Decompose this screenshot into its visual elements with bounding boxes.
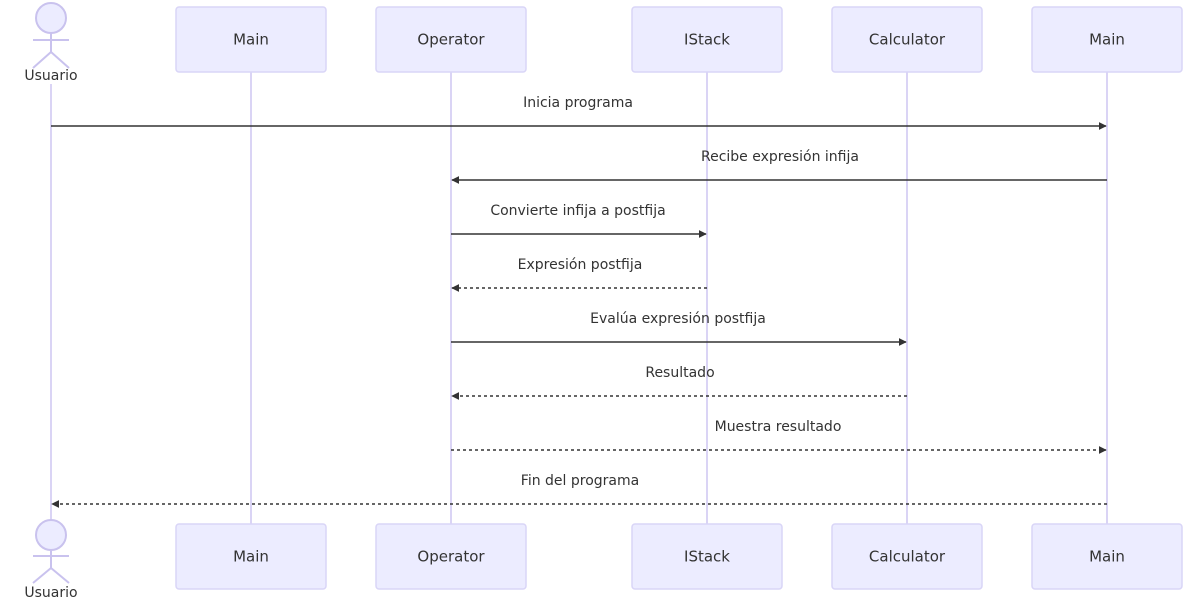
actor-right-leg (50, 567, 70, 584)
participant-box-main-2 (1031, 6, 1183, 73)
participant-box-operator (375, 523, 527, 590)
message-label: Inicia programa (523, 95, 633, 111)
participant-box-calculator (831, 523, 983, 590)
participant-box-istack (631, 523, 783, 590)
participant-box-istack (631, 6, 783, 73)
participant-label: Operator (417, 548, 485, 566)
actor-left-leg (32, 51, 52, 69)
participant-label: Main (1089, 31, 1125, 49)
participant-box-main-2 (1031, 523, 1183, 590)
participant-label: Main (1089, 548, 1125, 566)
participant-box-main-1 (175, 523, 327, 590)
participant-label: Main (233, 548, 269, 566)
participant-label: IStack (684, 31, 730, 49)
participant-label: Operator (417, 31, 485, 49)
participant-label: Calculator (869, 31, 946, 49)
participant-label: IStack (684, 548, 730, 566)
actor-label: Usuario (24, 68, 77, 84)
lifelines (50, 72, 1108, 524)
actor-usuario-top: Usuario (24, 2, 78, 84)
participant-box-calculator (831, 6, 983, 73)
message-label: Convierte infija a postfija (490, 203, 665, 219)
message-label: Muestra resultado (715, 419, 842, 435)
message-label: Resultado (645, 365, 714, 381)
message-label: Recibe expresión infija (701, 149, 859, 165)
participant-box-main-1 (175, 6, 327, 73)
actor-head (35, 519, 67, 551)
actor-left-leg (32, 567, 52, 584)
actor-label: Usuario (24, 585, 77, 601)
participant-box-operator (375, 6, 527, 73)
message-label: Evalúa expresión postfija (590, 311, 766, 327)
participants-top: Main Operator IStack Calculator Main (175, 6, 1183, 73)
messages: Inicia programa Recibe expresión infija … (51, 95, 1107, 508)
message-label: Fin del programa (521, 473, 639, 489)
participants-bottom: Main Operator IStack Calculator Main (175, 523, 1183, 590)
participant-label: Main (233, 31, 269, 49)
actor-right-leg (50, 51, 70, 69)
participant-label: Calculator (869, 548, 946, 566)
message-label: Expresión postfija (518, 257, 643, 273)
actor-head (35, 2, 67, 34)
actor-usuario-bottom: Usuario (24, 519, 78, 601)
